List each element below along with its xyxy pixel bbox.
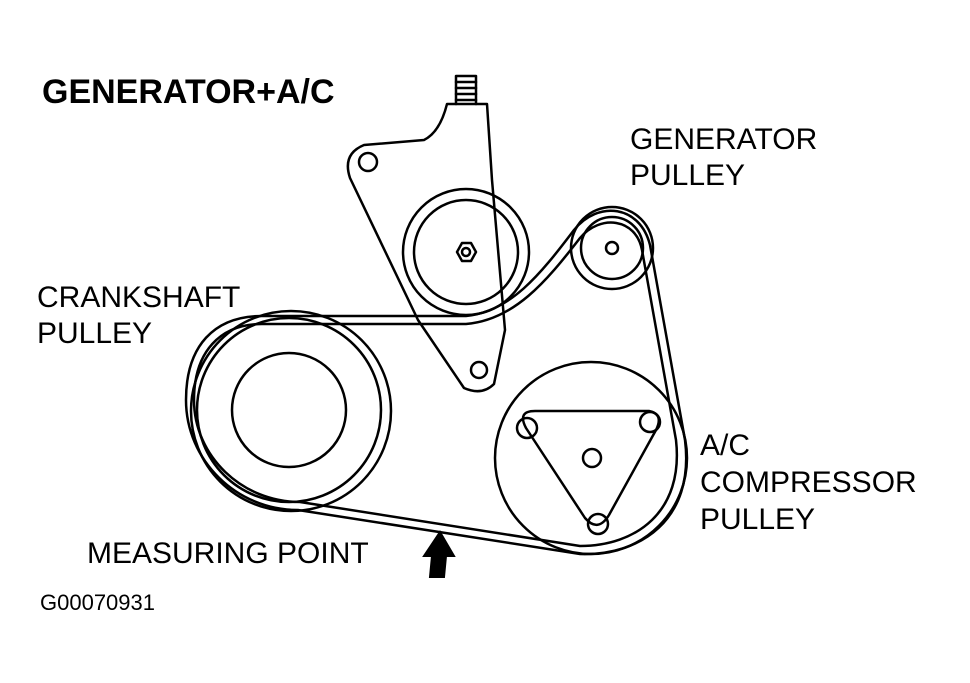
ac-compressor-pulley-shape	[493, 360, 689, 556]
generator-pulley-label-line2: PULLEY	[630, 159, 746, 192]
ac-compressor-label-line2: COMPRESSOR	[700, 466, 917, 499]
crankshaft-pulley-label-line1: CRANKSHAFT	[37, 281, 241, 314]
crankshaft-pulley-label-line2: PULLEY	[37, 317, 153, 350]
generator-pulley-label-line1: GENERATOR	[630, 123, 818, 156]
bracket-bolt-hole-upper	[357, 151, 379, 173]
tensioner-pulley	[401, 187, 531, 317]
diagram-title: GENERATOR+A/C	[42, 73, 335, 111]
bracket-bolt-hole-lower	[469, 360, 489, 380]
ac-compressor-label-line1: A/C	[700, 429, 751, 462]
measuring-point-arrow-icon	[422, 530, 456, 578]
measuring-point-label: MEASURING POINT	[87, 537, 369, 570]
drive-belt-outer	[184, 209, 688, 556]
ac-compressor-label-line3: PULLEY	[700, 503, 816, 536]
figure-code: G00070931	[40, 590, 155, 615]
drive-belt-inner	[192, 221, 679, 548]
tensioner-bracket	[346, 102, 507, 393]
adjust-bolt	[454, 74, 478, 106]
